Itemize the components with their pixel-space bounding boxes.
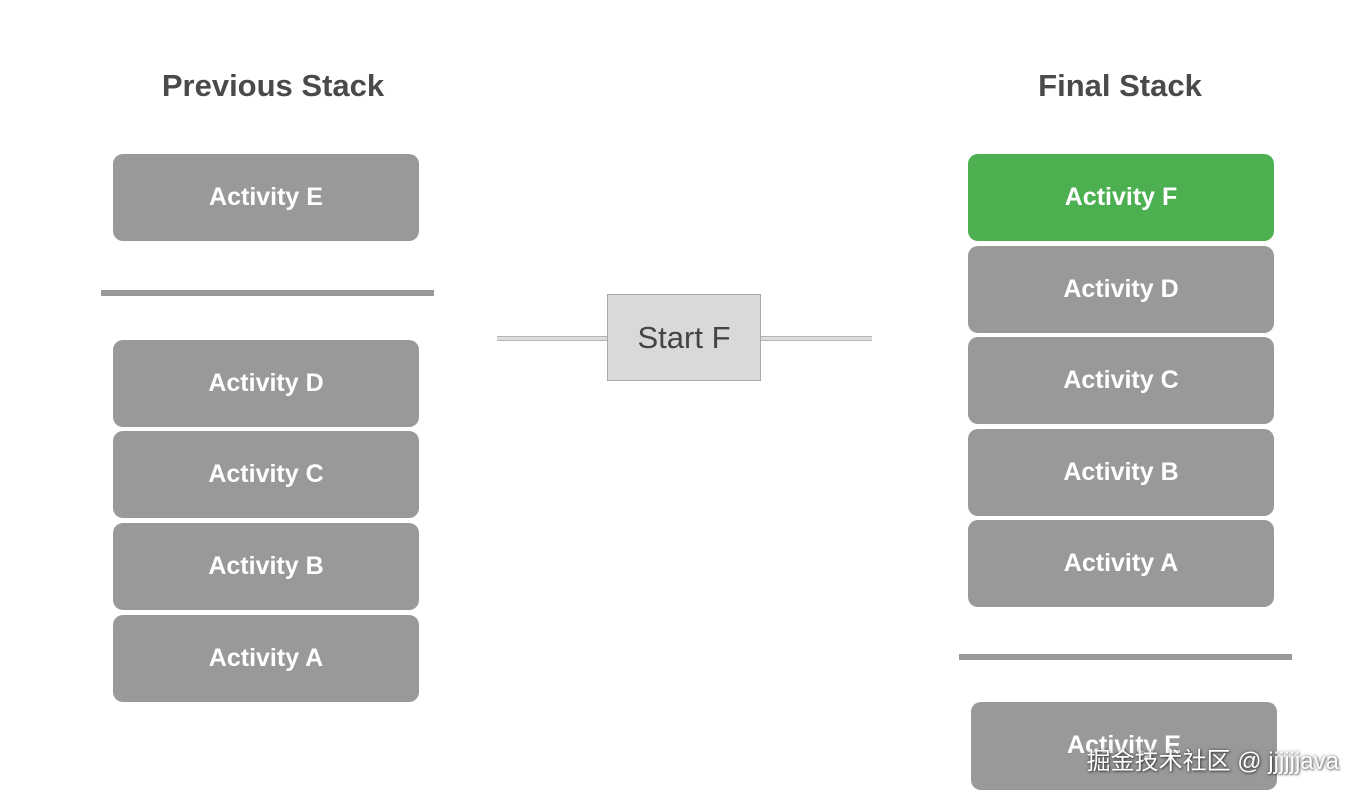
previous-stack-divider xyxy=(101,290,434,296)
previous-stack-activity-b: Activity B xyxy=(113,523,419,610)
final-stack-activity-e: Activity E xyxy=(971,702,1277,790)
connector-line-right xyxy=(760,336,872,341)
final-stack-activity-a: Activity A xyxy=(968,520,1274,607)
previous-stack-activity-a: Activity A xyxy=(113,615,419,702)
final-stack-activity-b: Activity B xyxy=(968,429,1274,516)
connector-line-left xyxy=(497,336,608,341)
final-stack-activity-c: Activity C xyxy=(968,337,1274,424)
previous-stack-activity-e: Activity E xyxy=(113,154,419,241)
final-stack-activity-d: Activity D xyxy=(968,246,1274,333)
final-stack-divider xyxy=(959,654,1292,660)
final-stack-activity-f: Activity F xyxy=(968,154,1274,241)
previous-stack-activity-c: Activity C xyxy=(113,431,419,518)
final-stack-title: Final Stack xyxy=(1038,68,1202,103)
start-f-box: Start F xyxy=(607,294,761,381)
previous-stack-title: Previous Stack xyxy=(161,68,385,103)
watermark-text: 掘金技术社区 @ jjjjjjava xyxy=(1086,748,1339,775)
previous-stack-activity-d: Activity D xyxy=(113,340,419,427)
